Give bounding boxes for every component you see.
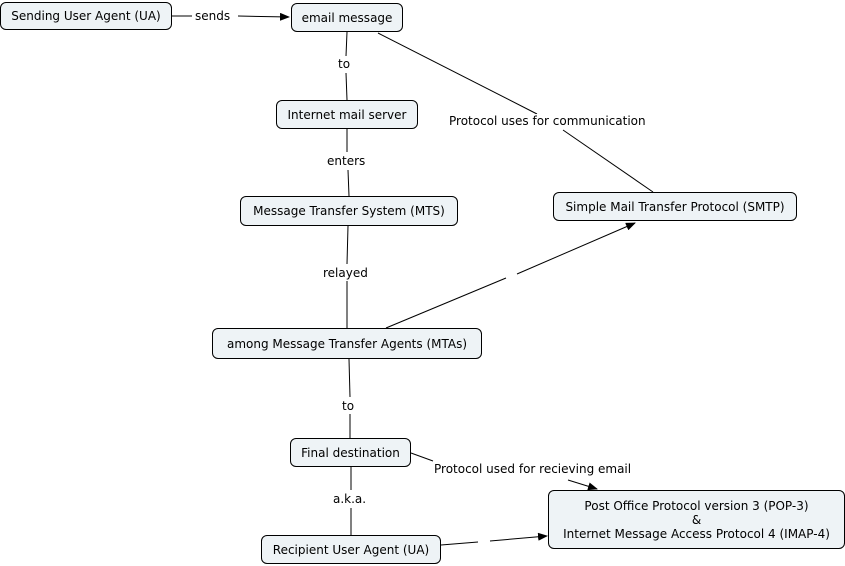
ampersand-label: & [691, 512, 702, 527]
link-label-protocol-communication: Protocol uses for communication [449, 114, 646, 128]
line-blank-to-pop [489, 532, 548, 542]
line-sends-to-email [237, 12, 290, 21]
link-label-to-final: to [342, 399, 355, 413]
node-internet-mail-server[interactable]: Internet mail server [276, 100, 418, 129]
node-pop3-imap4[interactable]: Post Office Protocol version 3 (POP-3) &… [548, 490, 845, 549]
line-final-to-protocol [410, 452, 434, 462]
line-mtas-to-blank [385, 277, 507, 329]
node-message-transfer-agents[interactable]: among Message Transfer Agents (MTAs) [212, 328, 482, 359]
link-label-relayed: relayed [323, 266, 368, 280]
link-label-protocol-receiving: Protocol used for recieving email [434, 462, 632, 476]
line-email-to-to [345, 31, 348, 57]
node-sending-user-agent[interactable]: Sending User Agent (UA) [0, 2, 172, 30]
node-final-destination[interactable]: Final destination [290, 438, 411, 467]
line-enters-to-mts [347, 169, 350, 197]
line-email-to-protocol [377, 32, 538, 115]
link-label-aka: a.k.a. [333, 492, 367, 506]
node-recipient-user-agent[interactable]: Recipient User Agent (UA) [261, 535, 441, 564]
line-protocol-to-smtp [562, 129, 654, 193]
node-smtp[interactable]: Simple Mail Transfer Protocol (SMTP) [553, 192, 797, 221]
line-to-to-server [345, 72, 348, 101]
pop3-label: Post Office Protocol version 3 (POP-3) [584, 498, 809, 513]
node-email-message[interactable]: email message [291, 3, 403, 32]
imap4-label: Internet Message Access Protocol 4 (IMAP… [563, 526, 830, 541]
line-mtas-to-to [348, 358, 351, 398]
node-message-transfer-system[interactable]: Message Transfer System (MTS) [240, 196, 458, 226]
line-mts-to-relayed [346, 225, 349, 265]
link-label-enters: enters [327, 154, 366, 168]
line-protocol-to-pop [567, 479, 598, 491]
link-label-sends: sends [195, 9, 231, 23]
line-blank-to-smtp [516, 222, 636, 275]
line-recipient-to-blank [440, 541, 479, 546]
link-label-to-server: to [338, 57, 351, 71]
